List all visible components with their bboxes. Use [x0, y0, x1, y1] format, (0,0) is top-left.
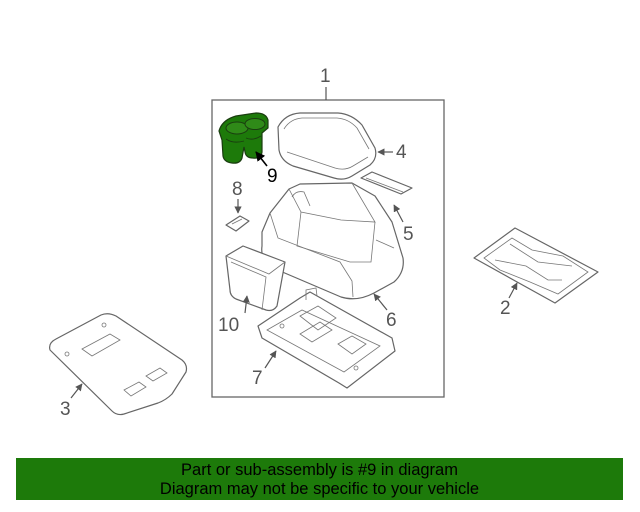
part-2-floor-plate[interactable] [473, 227, 599, 304]
callout-7: 7 [252, 368, 263, 389]
callout-10: 10 [218, 315, 239, 336]
callout-2: 2 [500, 298, 511, 319]
callout-6: 6 [386, 310, 397, 331]
callout-4: 4 [396, 142, 407, 163]
part-6-console-body[interactable] [261, 182, 404, 300]
callout-9: 9 [267, 166, 278, 187]
part-8-clip[interactable] [225, 215, 250, 232]
part-3-rear-panel[interactable] [49, 313, 188, 416]
callout-1: 1 [320, 66, 331, 87]
banner-line-1: Part or sub-assembly is #9 in diagram [181, 461, 458, 479]
banner-line-2: Diagram may not be specific to your vehi… [159, 480, 480, 498]
part-5-strip[interactable] [360, 171, 413, 195]
part-7-base-bracket[interactable] [257, 287, 396, 389]
callout-3: 3 [60, 399, 71, 420]
part-9-cup-holder[interactable] [218, 112, 269, 164]
part-info-banner: Part or sub-assembly is #9 in diagram Di… [16, 458, 623, 500]
assembly-frame [211, 87, 445, 398]
callout-8: 8 [232, 179, 243, 200]
part-10-bin[interactable] [225, 245, 286, 312]
part-4-lid[interactable] [277, 112, 377, 180]
callout-5: 5 [403, 224, 414, 245]
